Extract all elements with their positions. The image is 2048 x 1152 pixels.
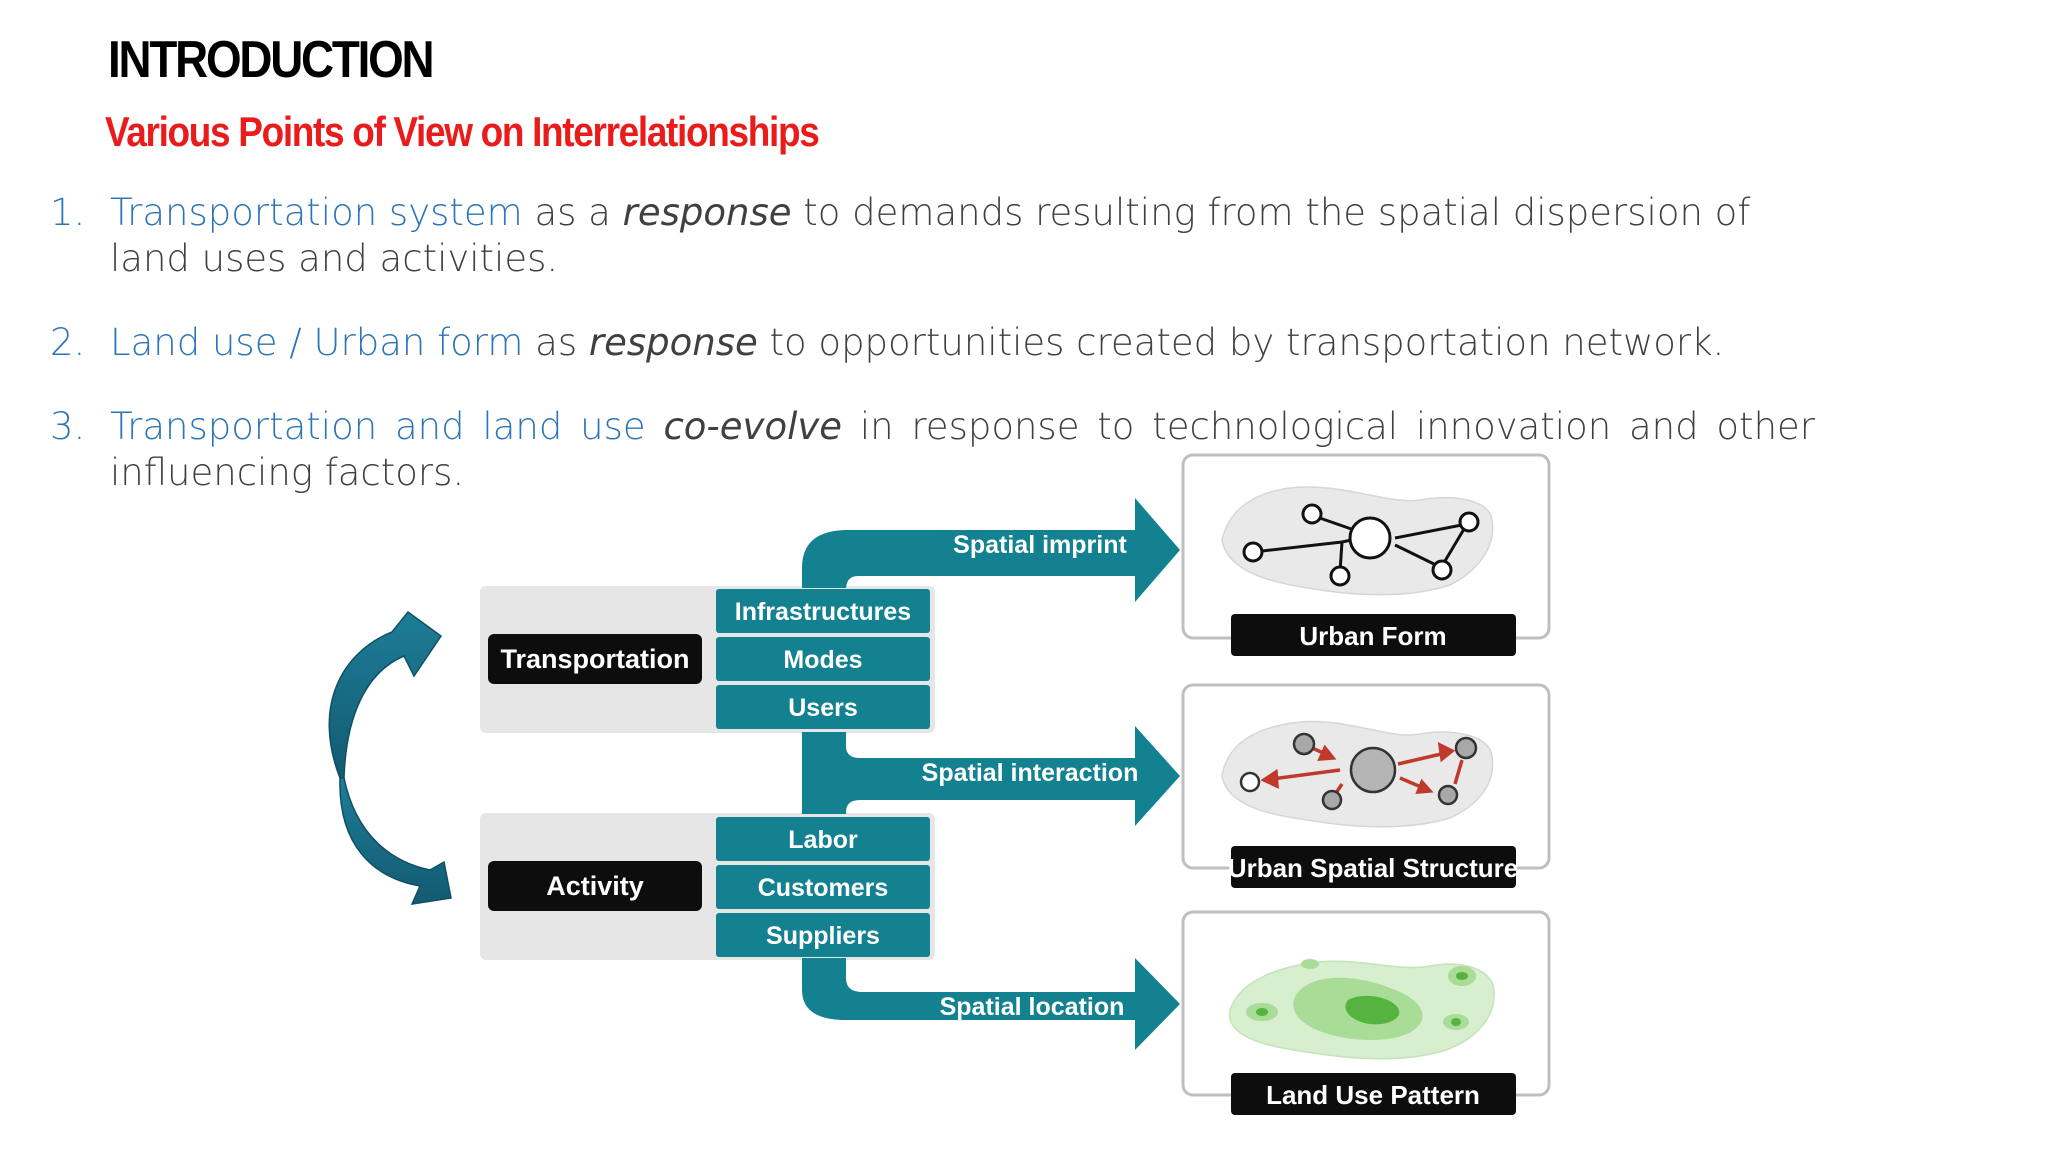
point-number: 2. [50, 321, 86, 364]
urban-form-network-icon [1221, 486, 1494, 596]
item-users: Users [788, 694, 858, 722]
point-text [646, 405, 664, 448]
land-use-pattern-label: Land Use Pattern [1266, 1080, 1480, 1110]
point-2: 2. Land use / Urban form as response to o… [50, 320, 1815, 366]
point-text: to opportunities created by transportati… [757, 321, 1725, 364]
point-number: 3. [50, 405, 86, 448]
point-text: as a [522, 191, 623, 234]
transportation-label-box [488, 634, 702, 684]
flow-label-spatial-imprint: Spatial imprint [953, 531, 1127, 559]
point-3: 3.Transportation and land use co-evolve … [50, 404, 1815, 496]
activity-label: Activity [546, 871, 644, 901]
urban-spatial-structure-label-box [1231, 846, 1516, 888]
spatial-imprint-arrow [802, 498, 1180, 602]
spatial-interaction-arrow [802, 726, 1180, 826]
spatial-location-arrow [802, 958, 1180, 1050]
activity-label-box [488, 861, 702, 911]
cycle-arrow-icon [328, 610, 452, 905]
land-use-pattern-icon [1228, 959, 1495, 1060]
slide-title: INTRODUCTION [108, 31, 435, 89]
item-box-modes [716, 637, 930, 681]
item-box-infrastructures [716, 589, 930, 633]
item-customers: Customers [758, 874, 889, 902]
land-use-pattern-label-box [1231, 1073, 1516, 1115]
urban-spatial-structure-icon [1221, 720, 1494, 828]
point-highlight: Transportation system [110, 191, 523, 234]
point-highlight: Land use / Urban form [110, 321, 524, 364]
point-text: as [523, 321, 589, 364]
transportation-label: Transportation [500, 644, 689, 674]
item-infrastructures: Infrastructures [735, 598, 911, 626]
item-box-suppliers [716, 913, 930, 957]
points-list: 1. Transportation system as a response to… [50, 190, 1815, 496]
flow-label-spatial-interaction: Spatial interaction [922, 759, 1139, 787]
urban-form-label-box [1231, 614, 1516, 656]
item-suppliers: Suppliers [766, 922, 880, 950]
point-1: 1. Transportation system as a response to… [50, 190, 1815, 282]
item-modes: Modes [783, 646, 862, 674]
point-text: in response to technological innovation … [110, 405, 1815, 494]
point-emphasis: response [588, 321, 758, 364]
point-emphasis: co-evolve [663, 405, 843, 448]
point-highlight: Transportation and land use [110, 405, 646, 448]
urban-form-label: Urban Form [1299, 621, 1446, 651]
point-emphasis: response [622, 191, 792, 234]
item-box-customers [716, 865, 930, 909]
point-number: 1. [50, 191, 86, 234]
point-text: to demands resulting from the spatial di… [110, 191, 1751, 280]
flow-label-spatial-location: Spatial location [940, 993, 1125, 1021]
urban-spatial-structure-label: Urban Spatial Structure [1228, 853, 1518, 883]
slide-subtitle: Various Points of View on Interrelations… [105, 108, 820, 155]
item-box-labor [716, 817, 930, 861]
item-box-users [716, 685, 930, 729]
item-labor: Labor [788, 826, 858, 854]
